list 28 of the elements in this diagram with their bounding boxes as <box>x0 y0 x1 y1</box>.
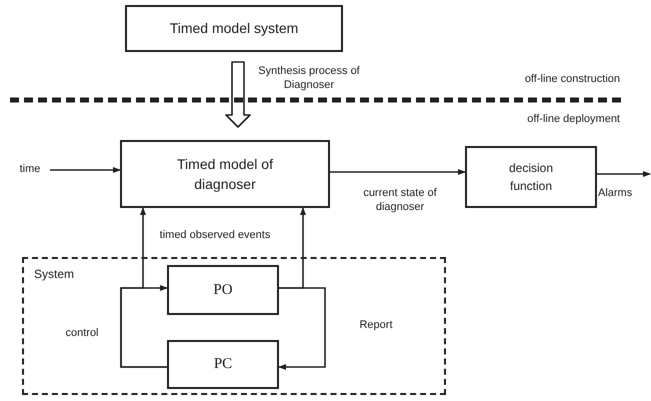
node-label: decision function <box>508 160 554 195</box>
arrow <box>597 171 651 177</box>
system-boundary <box>22 257 446 395</box>
note-text: off-line construction <box>524 72 620 86</box>
note-text: timed observed events <box>158 228 272 242</box>
edge-label: current state of diagnoser <box>362 186 438 214</box>
edge-label: Alarms <box>598 186 634 200</box>
node-label: PC <box>214 355 232 374</box>
group-title: System <box>34 266 74 283</box>
arrow <box>279 207 306 289</box>
hollow-arrow <box>225 61 251 128</box>
arrow <box>330 169 466 175</box>
arrow <box>278 287 326 370</box>
edge-label: Synthesis process of Diagnoser <box>257 64 361 92</box>
node-label: PO <box>213 280 233 300</box>
process-box <box>167 265 279 315</box>
arrow <box>50 167 121 173</box>
node-label: time <box>20 162 40 177</box>
node-label: Timed model system <box>170 19 298 38</box>
edge-label: control <box>64 326 100 340</box>
edge-label: Report <box>358 318 394 332</box>
node-label: Timed model of diagnoser <box>176 155 274 194</box>
process-box <box>125 5 343 52</box>
process-box <box>167 340 279 389</box>
arrow <box>120 207 167 368</box>
process-box <box>465 146 597 208</box>
process-box <box>120 140 330 208</box>
note-text: off-line deployment <box>526 112 620 126</box>
